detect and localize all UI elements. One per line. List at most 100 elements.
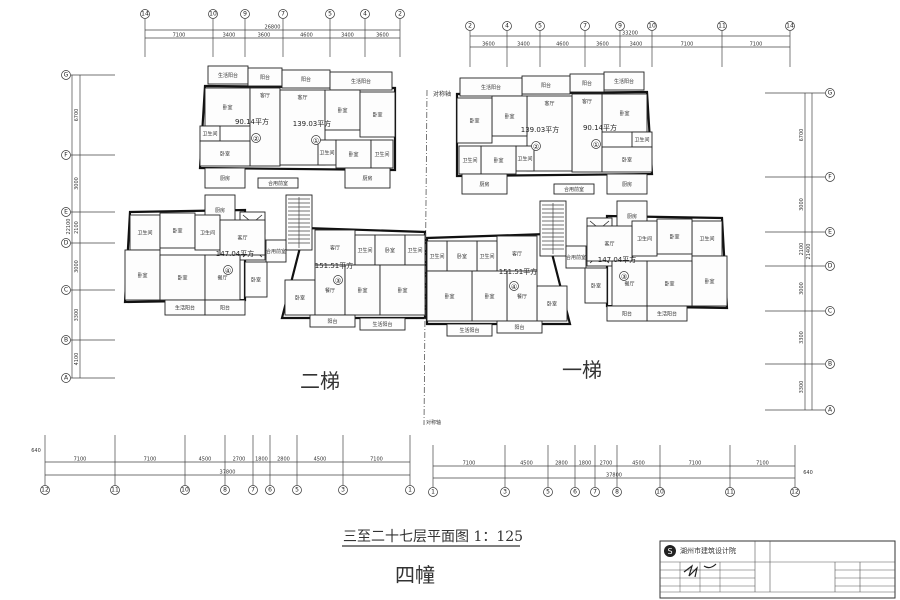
dimension-value: 6700 xyxy=(74,109,80,122)
unit-number: ③ xyxy=(621,273,627,281)
dimension-value: 7100 xyxy=(756,461,769,467)
room-label: 厨房 xyxy=(362,175,372,182)
room-label: 厨房 xyxy=(220,175,230,182)
room-label: 卧室 xyxy=(619,110,629,117)
axis-label: 12 xyxy=(41,487,49,494)
room-ct: 餐厅 xyxy=(506,270,538,322)
axis-label: 3 xyxy=(341,487,345,494)
unit-number-circle xyxy=(531,141,541,151)
dimension-value: 3400 xyxy=(630,42,643,48)
room-ws: 卧室 xyxy=(159,254,206,301)
axis-bubble xyxy=(395,9,405,19)
room-label: 卫生间 xyxy=(699,236,714,243)
room-label: 客厅 xyxy=(330,245,340,252)
room-outline xyxy=(491,95,528,137)
room-label: 卫生间 xyxy=(137,230,152,237)
room-label: 客厅 xyxy=(260,92,270,99)
room-label: 卧室 xyxy=(222,104,232,111)
room-label: 厨房 xyxy=(215,207,225,214)
axis-label: 11 xyxy=(718,23,726,30)
room-ws: 卧室 xyxy=(324,89,361,131)
dimension-value: 2100 xyxy=(799,243,805,256)
room-outline xyxy=(586,225,633,262)
symmetry-axis-line xyxy=(423,89,428,426)
unit-area-label: 151.51平方 xyxy=(315,261,354,270)
room-outline xyxy=(204,167,246,189)
axis-bubble xyxy=(825,359,835,369)
axis-label: 1 xyxy=(408,487,412,494)
room-outline xyxy=(459,77,523,97)
room-qs: 合用前室 xyxy=(257,177,299,189)
axis-bubble xyxy=(248,485,258,495)
dimension-value: 4500 xyxy=(199,457,212,463)
dimension-value: 3600 xyxy=(482,42,495,48)
room-label: 阳台 xyxy=(301,76,311,83)
room-outline xyxy=(204,254,241,301)
room-label: 卫生间 xyxy=(374,151,389,158)
dimension-value: 1800 xyxy=(255,457,268,463)
room-label: 卧室 xyxy=(469,118,479,125)
room-yt: 阳台 xyxy=(281,69,331,89)
room-shyt: 生活阳台 xyxy=(207,65,249,85)
room-ws: 卧室 xyxy=(426,270,473,322)
unit-number: ④ xyxy=(225,267,231,275)
room-outline xyxy=(284,279,316,316)
room-cf: 厨房 xyxy=(461,173,508,195)
room-yt: 阳台 xyxy=(521,75,571,95)
room-outline xyxy=(249,87,281,167)
room-outline xyxy=(606,305,648,322)
room-outline xyxy=(324,89,361,131)
axis-label: 8 xyxy=(615,489,619,496)
axis-label: F xyxy=(828,174,832,181)
room-label: 生活阳台 xyxy=(218,72,238,79)
axis-bubble xyxy=(292,485,302,495)
room-label: 阳台 xyxy=(582,80,592,87)
axis-bubble xyxy=(612,487,622,497)
room-outline xyxy=(199,140,251,167)
room-outline xyxy=(265,239,287,263)
dimension-value: 7100 xyxy=(144,457,157,463)
room-label: 卧室 xyxy=(172,228,182,235)
room-outline xyxy=(124,249,161,301)
room-label: 卫生间 xyxy=(462,157,477,164)
room-wsj: 卫生间 xyxy=(631,220,658,257)
room-label: 生活阳台 xyxy=(372,321,392,328)
axis-bubble xyxy=(825,405,835,415)
institute-name: 湖州市建筑设计院 xyxy=(680,546,736,555)
dimension-value: 1800 xyxy=(579,461,592,467)
room-outline xyxy=(257,177,299,189)
stair-label-left: 二梯 xyxy=(300,369,340,393)
axis-bubble xyxy=(615,21,625,31)
dimension-value: 2100 xyxy=(74,221,80,234)
room-label: 合用前室 xyxy=(564,186,584,193)
room-shyt: 生活阳台 xyxy=(329,71,393,91)
axis-label: 8 xyxy=(223,487,227,494)
institute-logo-glyph: S xyxy=(667,547,672,556)
axis-bubble xyxy=(428,487,438,497)
dimension-value: 4500 xyxy=(314,457,327,463)
room-label: 阳台 xyxy=(514,324,524,331)
room-label: 阳台 xyxy=(622,311,632,318)
axis-bubble xyxy=(338,485,348,495)
offset-dimension-left: 640 xyxy=(31,448,41,454)
room-outline xyxy=(606,173,648,195)
room-label: 卧室 xyxy=(137,272,147,279)
symmetry-axis-label: 对称轴 xyxy=(433,90,451,98)
unit-area-label: 151.51平方 xyxy=(499,267,538,276)
room-label: 卧室 xyxy=(385,247,395,254)
dimension-value: 3600 xyxy=(258,33,271,39)
offset-dimension-right: 640 xyxy=(803,470,813,476)
room-kt: 客厅 xyxy=(249,87,281,167)
axis-bubble xyxy=(543,487,553,497)
unit-number: ③ xyxy=(335,277,341,285)
room-label: 卧室 xyxy=(177,275,187,282)
unit-number: ② xyxy=(533,143,539,151)
room-kt: 客厅 xyxy=(219,219,266,256)
room-yt: 阳台 xyxy=(569,73,605,93)
room-outline xyxy=(204,87,251,127)
axis-bubble xyxy=(717,21,727,31)
room-label: 生活阳台 xyxy=(657,311,677,318)
